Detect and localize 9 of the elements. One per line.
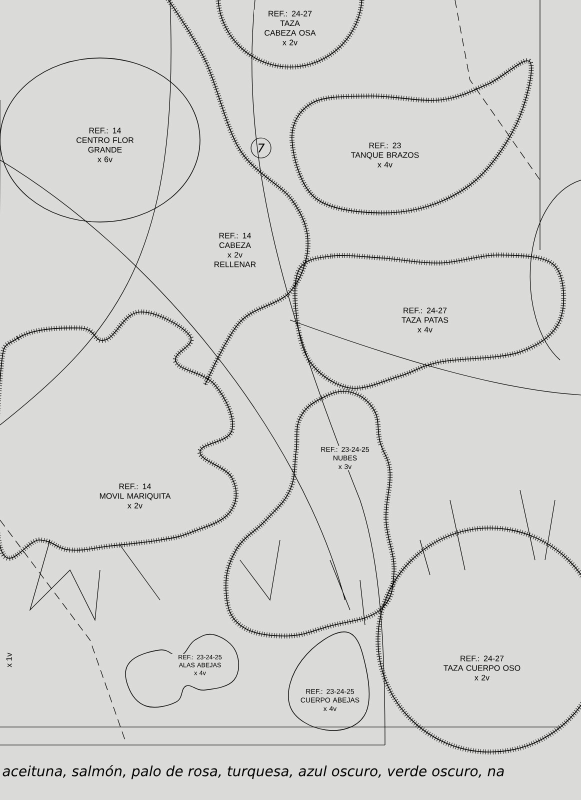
pattern-piece: REF.: 24-27 TAZA CABEZA OSA x 2v [216, 0, 364, 70]
color-list-text: aceituna, salmón, palo de rosa, turquesa, azul oscuro, verde oscuro, na [2, 764, 504, 780]
pattern-piece: REF.: 24-27 TAZA PATAS x 4v [292, 252, 566, 391]
copy-count: x 1v [6, 652, 12, 668]
pattern-piece: REF.: 23 TANQUE BRAZOS x 4v [289, 58, 534, 216]
pattern-piece: REF.: 14 CENTRO FLOR GRANDE x 6v [0, 58, 200, 222]
pattern-piece: REF.: 14 MOVIL MARIQUITA x 2v [0, 310, 239, 561]
circled-number: 7 [250, 138, 272, 158]
pattern-piece: REF.: 24-27 TAZA CUERPO OSO x 2v [376, 526, 581, 754]
